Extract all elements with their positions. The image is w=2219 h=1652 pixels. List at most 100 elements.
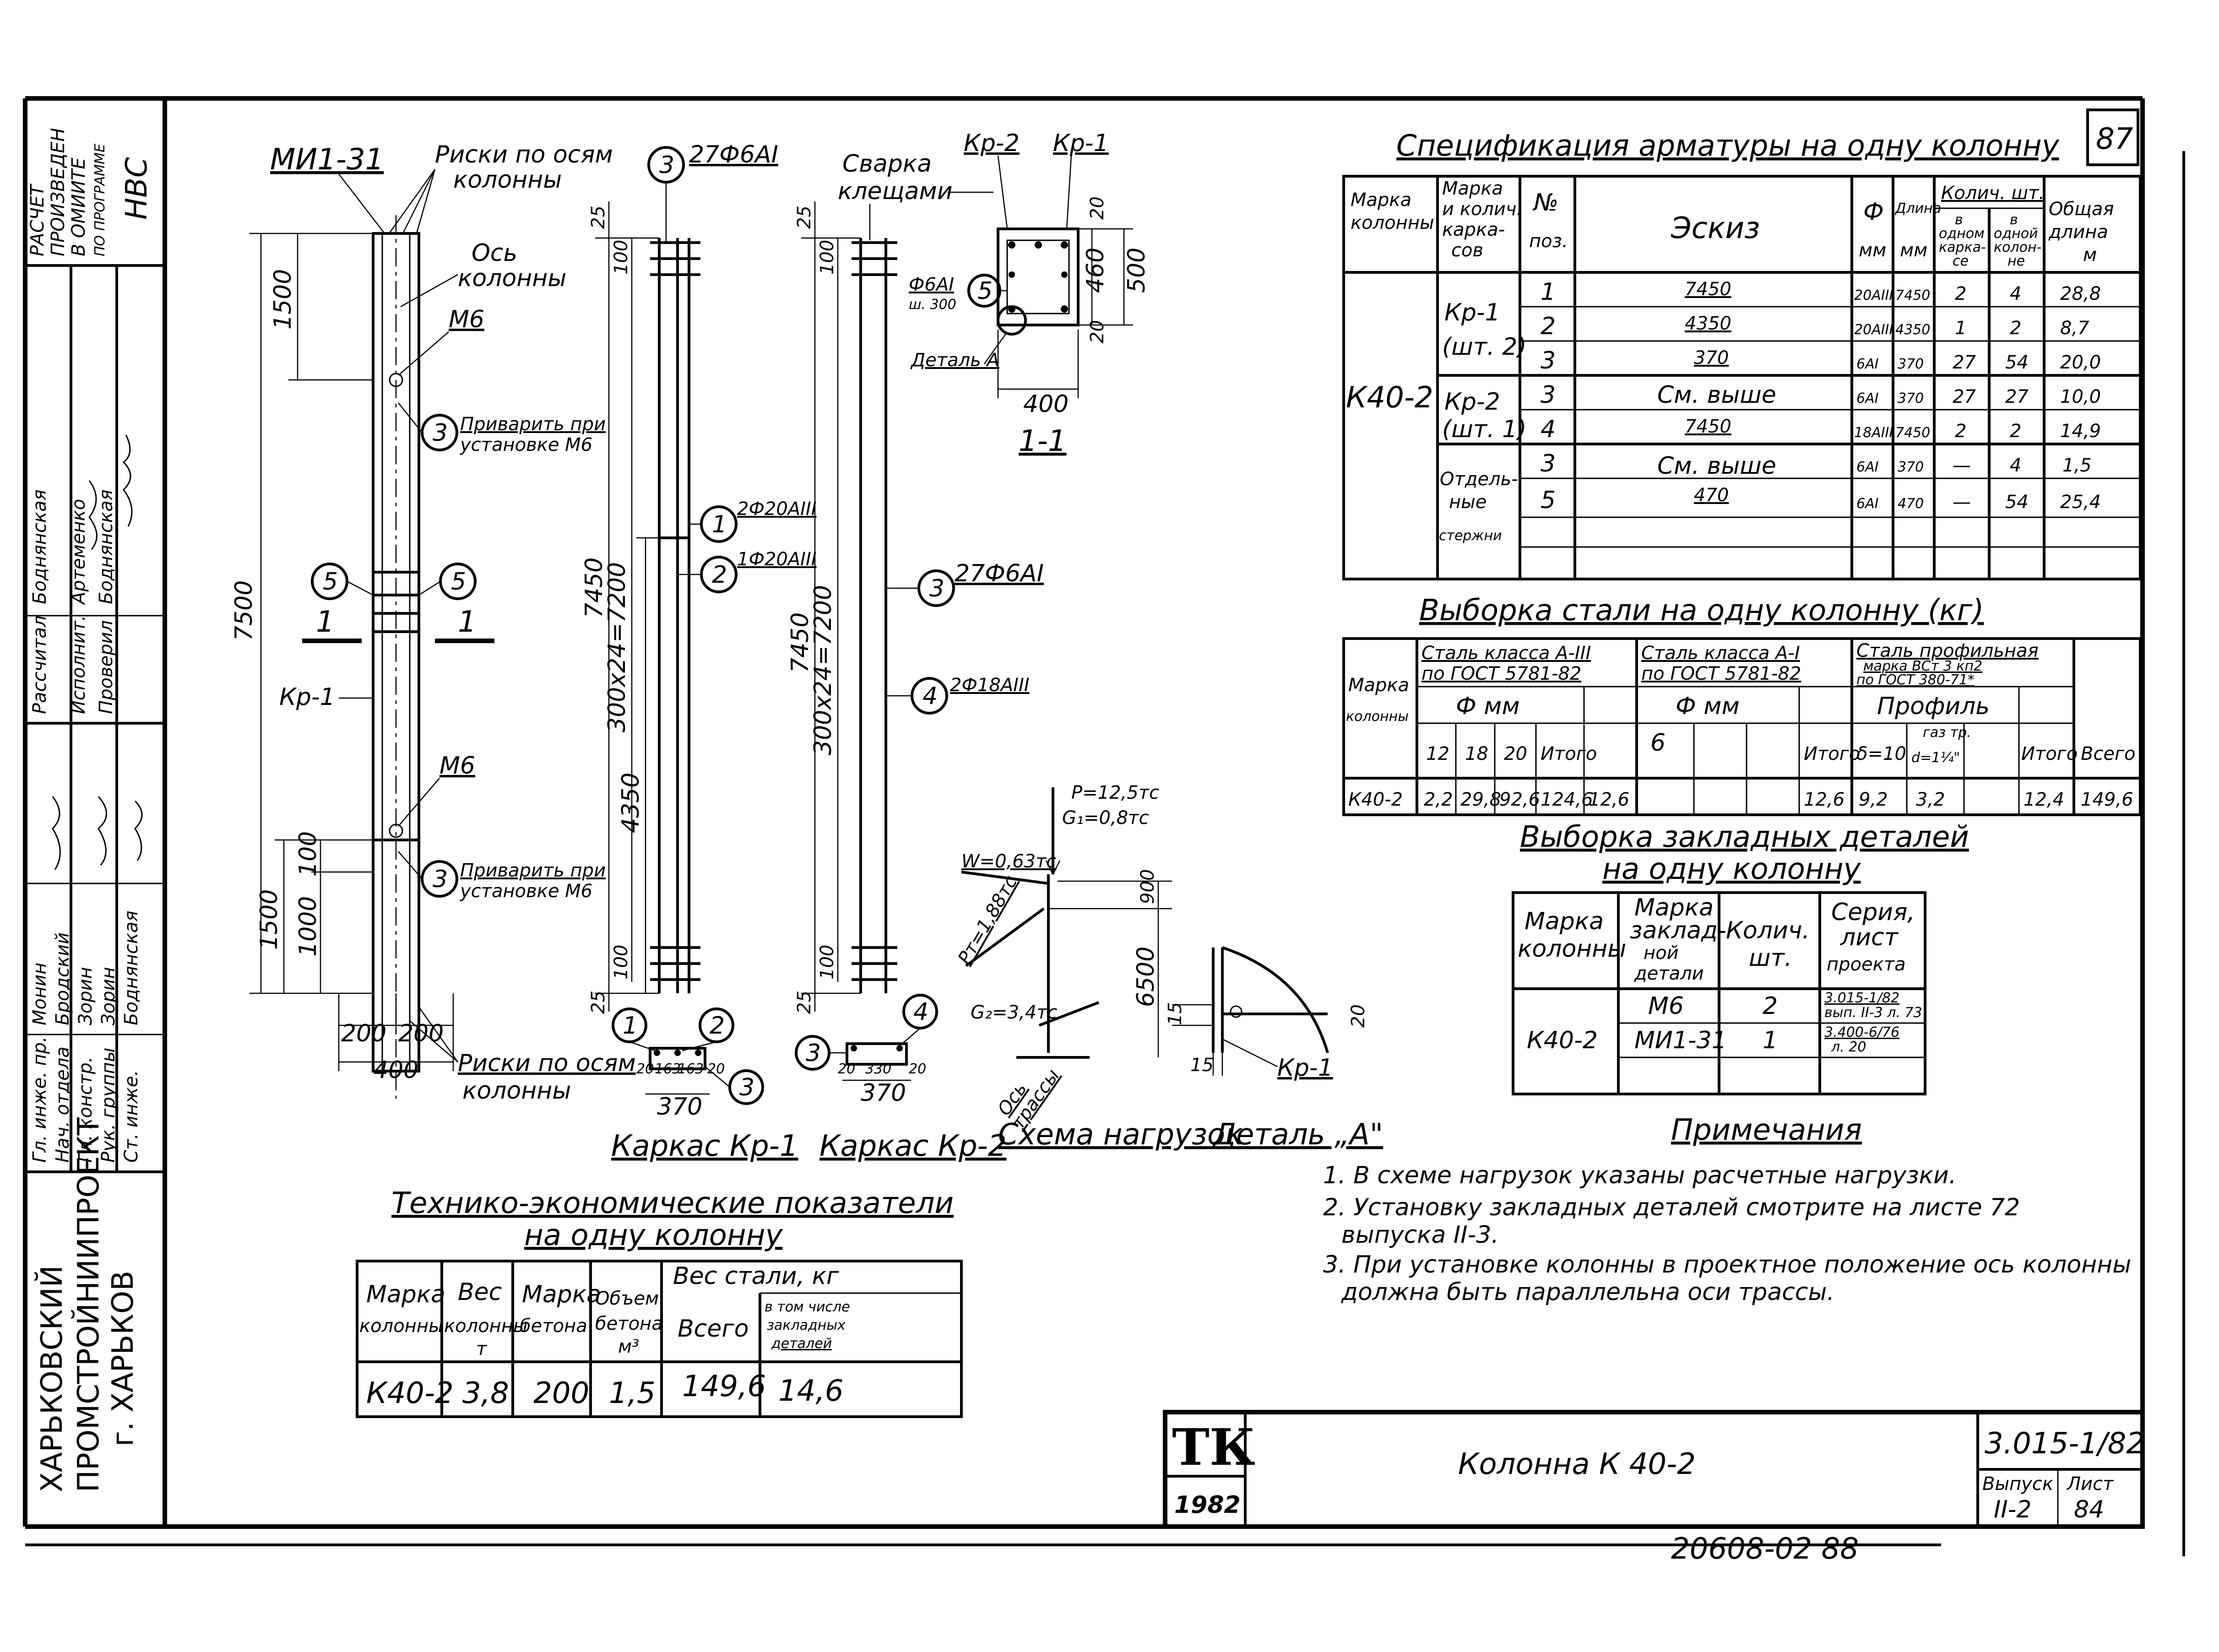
tech-h-concrete-1: Марка bbox=[522, 1281, 601, 1308]
title-name: Колонна К 40-2 bbox=[1458, 1447, 1696, 1481]
svg-text:3: 3 bbox=[1541, 347, 1556, 374]
k1-dim-7450: 7450 bbox=[581, 558, 608, 618]
m6-top: М6 bbox=[449, 306, 484, 333]
steel-sub1-1: 12 bbox=[1426, 743, 1449, 764]
steel-g2-line-1: Сталь класса А-I bbox=[1641, 643, 1800, 664]
svg-text:7450: 7450 bbox=[1685, 416, 1731, 437]
load-dim-6500: 6500 bbox=[1132, 947, 1160, 1007]
k1-dim-100-bottom: 100 bbox=[611, 945, 632, 980]
signature-1 bbox=[122, 434, 133, 527]
svg-text:2,2: 2,2 bbox=[1424, 789, 1453, 810]
signature-3 bbox=[52, 796, 61, 870]
svg-text:л. 20: л. 20 bbox=[1831, 1039, 1866, 1055]
note-2: 2. Установку закладных деталей смотрите … bbox=[1323, 1194, 2020, 1221]
steel-profile: Профиль bbox=[1877, 693, 1990, 720]
svg-text:7450: 7450 bbox=[1895, 287, 1930, 303]
svg-text:10,0: 10,0 bbox=[2060, 386, 2101, 407]
load-p: P=12,5тс bbox=[1071, 782, 1159, 803]
sec-dim-20-top: 20 bbox=[1087, 196, 1108, 220]
svg-text:1: 1 bbox=[1541, 278, 1556, 306]
spec-h-total-1: Общая bbox=[2049, 199, 2114, 220]
svg-text:2: 2 bbox=[712, 561, 727, 589]
load-w: W=0,63тс bbox=[961, 851, 1056, 872]
svg-text:2: 2 bbox=[1955, 421, 1966, 442]
svg-text:28,8: 28,8 bbox=[2060, 283, 2101, 304]
signatures bbox=[52, 434, 143, 870]
k2-weld-line-1: Сварка bbox=[842, 150, 932, 178]
steel-g3-line-2: марка ВСт 3 кп2 bbox=[1863, 658, 1982, 674]
detail-dim-15-a: 15 bbox=[1165, 1002, 1186, 1025]
svg-text:4: 4 bbox=[1541, 416, 1556, 443]
load-scheme: P=12,5тс G₁=0,8тс W=0,63тс 900 6500 Pт=1… bbox=[954, 782, 1243, 1152]
tech-h-volume-3: м³ bbox=[618, 1336, 639, 1357]
dim-400: 400 bbox=[373, 1056, 418, 1084]
cage-kr2: Сварка клещами 25 100 7450 300х24=7200 1… bbox=[787, 150, 1044, 1163]
spec-h-frame-4: сов bbox=[1451, 240, 1483, 261]
k1-dim-100-top: 100 bbox=[611, 240, 632, 275]
detail-a: 15 15 20 Кр-1 Деталь „А" bbox=[1165, 946, 1383, 1152]
spec-h-dia-2: мм bbox=[1859, 240, 1886, 261]
detail-caption: Деталь „А" bbox=[1212, 1118, 1383, 1152]
steel-sub1-4: Итого bbox=[1541, 743, 1597, 764]
load-caption: Схема нагрузок bbox=[998, 1118, 1243, 1152]
k1-caption: Каркас Кр-1 bbox=[611, 1129, 798, 1163]
tech-h-volume-1: Объем bbox=[595, 1288, 659, 1309]
dim-200-a: 200 bbox=[341, 1020, 386, 1047]
svg-text:4350: 4350 bbox=[1685, 313, 1731, 334]
svg-text:1,5: 1,5 bbox=[2062, 455, 2092, 476]
title-code: 3.015-1/82 bbox=[1985, 1427, 2145, 1461]
svg-text:470: 470 bbox=[1694, 485, 1729, 506]
organization: ХАРЬКОВСКИЙ ПРОМСТРОЙНИИПРОЕКТ г. ХАРЬКО… bbox=[34, 1117, 140, 1492]
role-5: Нач. отдела bbox=[52, 1046, 73, 1163]
k1-sec-dim-4: 20 bbox=[707, 1061, 725, 1077]
svg-text:5: 5 bbox=[323, 568, 338, 596]
tech-h-weight-1: Вес bbox=[458, 1278, 502, 1306]
sec-dim-400: 400 bbox=[1023, 390, 1069, 418]
svg-text:3: 3 bbox=[1541, 381, 1556, 409]
name-2: Артеменко bbox=[68, 499, 89, 606]
weld-top-line-1: Приварить при bbox=[460, 414, 606, 435]
svg-text:14,9: 14,9 bbox=[2060, 421, 2101, 442]
svg-text:12,6: 12,6 bbox=[1804, 789, 1845, 810]
emb-h-2-1: Марка bbox=[1634, 894, 1714, 921]
load-dim-900: 900 bbox=[1137, 869, 1158, 904]
calc-note-line-3: В ОМИИТЕ bbox=[68, 157, 89, 256]
svg-text:См. выше: См. выше bbox=[1657, 381, 1776, 409]
role-8: Ст. инже. bbox=[121, 1070, 142, 1163]
emb-h-4-2: лист bbox=[1840, 924, 1899, 951]
k1-callout-2: 1Ф20АIII bbox=[737, 549, 817, 570]
steel-g3-line-3: по ГОСТ 380-71* bbox=[1856, 672, 1975, 688]
steel-g1-line-1: Сталь класса А-III bbox=[1421, 643, 1591, 664]
m6-bottom: М6 bbox=[439, 752, 475, 780]
steel-sub3-1: δ=10 bbox=[1856, 743, 1906, 764]
title-issue-label: Выпуск bbox=[1982, 1473, 2053, 1495]
steel-dia-1: Ф мм bbox=[1456, 693, 1520, 720]
svg-text:К40-2: К40-2 bbox=[1348, 789, 1403, 810]
role-1: Рассчитал bbox=[29, 615, 50, 714]
table-row: 3 См. выше 6АI 370 — 4 1,5 bbox=[1541, 450, 2092, 480]
detail-kr1: Кр-1 bbox=[1277, 1054, 1333, 1082]
weld-bottom-line-1: Приварить при bbox=[460, 860, 606, 881]
svg-text:9,2: 9,2 bbox=[1859, 789, 1888, 810]
spec-column-mark: К40-2 bbox=[1346, 381, 1433, 415]
k2-dim-100-bottom: 100 bbox=[817, 945, 838, 980]
svg-text:3: 3 bbox=[659, 152, 674, 179]
name-8: Боднянская bbox=[121, 910, 142, 1025]
svg-text:27: 27 bbox=[1953, 386, 1976, 407]
spec-group-2-line-1: Кр-2 bbox=[1444, 388, 1500, 416]
emb-h-1-2: колонны bbox=[1518, 935, 1626, 963]
tech-h-emb-1: в том числе bbox=[765, 1299, 850, 1315]
tech-h-mark-1: Марка bbox=[366, 1281, 445, 1308]
mi-label: МИ1-31 bbox=[270, 143, 384, 177]
sec-title: 1-1 bbox=[1019, 424, 1067, 458]
k2-sec-dim-2: 330 bbox=[865, 1061, 891, 1077]
svg-text:470: 470 bbox=[1898, 496, 1924, 512]
table-row: М6 2 3.015-1/82 вып. II-3 л. 73 bbox=[1648, 990, 1922, 1021]
tech-h-concrete-2: бетона bbox=[520, 1316, 587, 1337]
svg-text:2: 2 bbox=[1763, 992, 1778, 1020]
svg-text:3: 3 bbox=[929, 575, 944, 602]
svg-text:12,6: 12,6 bbox=[1589, 789, 1629, 810]
svg-text:1: 1 bbox=[1763, 1027, 1778, 1054]
load-g2: G₂=3,4тс bbox=[971, 1002, 1057, 1023]
spec-h-sketch: Эскиз bbox=[1671, 211, 1760, 245]
